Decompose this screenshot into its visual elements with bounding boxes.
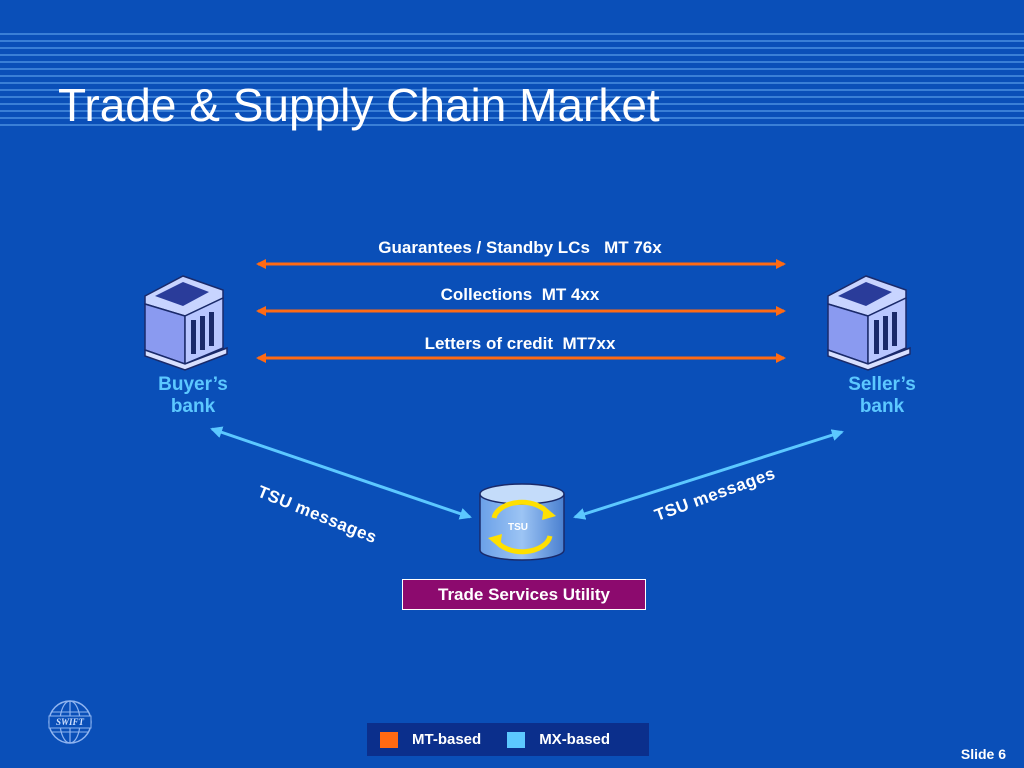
legend-label-mx: MX-based bbox=[539, 731, 611, 748]
flow-label-collections: Collections MT 4xx bbox=[440, 285, 600, 304]
tsu-database-icon bbox=[479, 483, 565, 561]
trade-services-utility-box: Trade Services Utility bbox=[402, 579, 646, 610]
buyer-bank-icon bbox=[144, 275, 228, 371]
swift-globe-icon bbox=[48, 700, 92, 744]
legend-swatch-mx bbox=[507, 731, 526, 748]
seller-bank-icon bbox=[827, 275, 911, 371]
tsu-arrow-right bbox=[573, 429, 844, 520]
buyer-bank-label: Buyer’s bank bbox=[133, 374, 253, 418]
swift-logo: SWIFT bbox=[46, 698, 94, 746]
tsu-arrow-left bbox=[210, 426, 472, 520]
seller-bank-label-line1: Seller’s bbox=[848, 374, 916, 395]
buyer-bank-label-line1: Buyer’s bbox=[158, 374, 228, 395]
slide-number: Slide 6 bbox=[960, 746, 1006, 762]
slide-title: Trade & Supply Chain Market bbox=[58, 79, 660, 131]
legend-swatch-mt bbox=[380, 731, 398, 748]
seller-bank-label-line2: bank bbox=[859, 396, 905, 417]
seller-bank-label: Seller’s bank bbox=[822, 374, 942, 418]
legend-label-mt: MT-based bbox=[412, 731, 482, 748]
header-stripes bbox=[0, 0, 1024, 126]
tsu-icon-label: TSU bbox=[508, 522, 528, 533]
swift-logo-text: SWIFT bbox=[55, 717, 84, 727]
buyer-bank-label-line2: bank bbox=[170, 396, 216, 417]
flow-label-letters-of-credit: Letters of credit MT7xx bbox=[424, 334, 616, 353]
flow-label-guarantees: Guarantees / Standby LCs MT 76x bbox=[378, 238, 662, 257]
legend: MT-based MX-based bbox=[367, 723, 649, 756]
